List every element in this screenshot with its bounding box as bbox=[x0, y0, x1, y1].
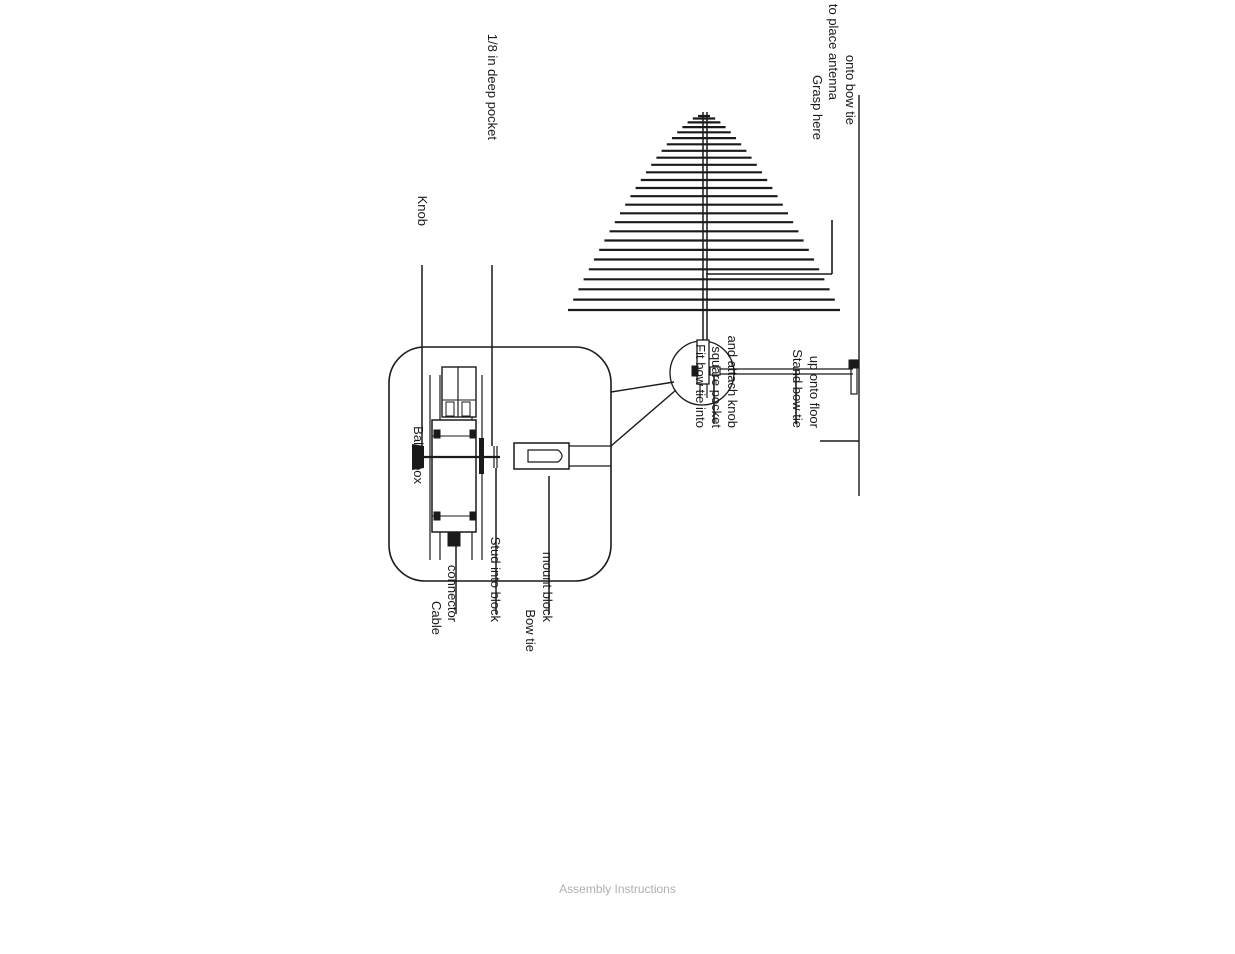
svg-text:connector: connector bbox=[445, 565, 460, 623]
detail-inset-border bbox=[388, 346, 612, 582]
label-balun-box: Balun box bbox=[411, 426, 426, 484]
detail-circle bbox=[669, 339, 735, 406]
svg-text:Fit bow tie into: Fit bow tie into bbox=[693, 344, 708, 428]
svg-text:to place antenna: to place antenna bbox=[826, 4, 841, 101]
label-bow-tie-mount-block: Bow tie mount block bbox=[523, 552, 555, 652]
svg-text:Bow tie: Bow tie bbox=[523, 609, 538, 652]
bow-tie-stand bbox=[720, 359, 860, 395]
svg-text:and attach knob: and attach knob bbox=[725, 335, 740, 428]
antenna-elements bbox=[568, 114, 840, 312]
callout-connectors bbox=[610, 381, 677, 447]
svg-text:mount block: mount block bbox=[540, 552, 555, 623]
label-knob: Knob bbox=[415, 196, 430, 226]
footer-title: Assembly Instructions bbox=[559, 882, 676, 896]
detail-inset bbox=[388, 265, 612, 614]
svg-text:up onto floor: up onto floor bbox=[807, 356, 822, 429]
leader-lines bbox=[706, 220, 859, 442]
bow-tie-mount-block bbox=[513, 442, 570, 470]
cable-connector-part bbox=[447, 531, 461, 547]
label-pocket: 1/8 in deep pocket bbox=[485, 34, 500, 141]
knob bbox=[412, 444, 424, 470]
svg-text:Grasp here: Grasp here bbox=[810, 75, 825, 140]
svg-text:Cable: Cable bbox=[429, 601, 444, 635]
label-stand-bow-tie: Stand bow tie up onto floor bbox=[790, 349, 822, 428]
svg-text:square pocket: square pocket bbox=[709, 346, 724, 428]
svg-text:onto bow tie: onto bow tie bbox=[843, 55, 858, 125]
svg-text:Stand bow tie: Stand bow tie bbox=[790, 349, 805, 428]
label-fit-bow-tie: Fit bow tie into square pocket and attac… bbox=[693, 335, 740, 428]
label-grasp-here: Grasp here to place antenna onto bow tie bbox=[810, 4, 858, 140]
label-stud-into-block: Stud into block bbox=[488, 537, 503, 623]
label-cable-connector: Cable connector bbox=[429, 565, 460, 635]
